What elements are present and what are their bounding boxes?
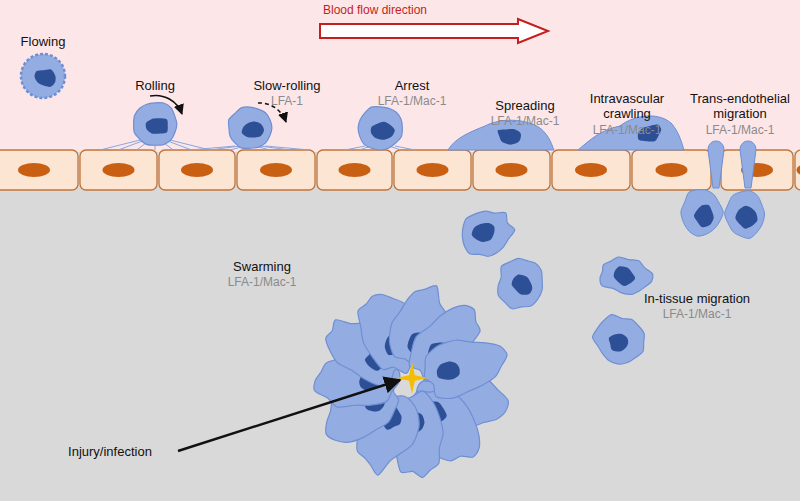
stage-label: In-tissue migration <box>617 291 777 306</box>
arrested-leukocyte <box>358 107 402 150</box>
swarm-cluster <box>314 286 508 478</box>
tether <box>118 140 145 150</box>
tissue-leukocyte <box>593 315 645 364</box>
transmigrating-leukocyte <box>681 141 724 236</box>
tissue-leukocyte <box>462 211 514 256</box>
stage-label: Flowing <box>0 34 93 49</box>
integrin-label: LFA-1/Mac-1 <box>362 94 462 109</box>
stage-label: Intravascular crawling <box>585 91 669 121</box>
integrin-label: LFA-1/Mac-1 <box>690 123 790 138</box>
injury-site <box>396 362 428 394</box>
integrin-label: LFA-1/Mac-1 <box>475 114 575 129</box>
swarming-leukocyte <box>424 340 507 398</box>
integrin-label: LFA-1 <box>237 94 337 109</box>
tissue-leukocyte <box>498 258 543 308</box>
stage-label: Spreading <box>475 98 575 113</box>
blood-vessel-lumen <box>0 0 800 152</box>
stage-label: Trans-endothelial migration <box>684 91 796 121</box>
crawling-leukocyte <box>578 116 684 150</box>
rolling-arrow <box>150 95 182 114</box>
rolling-leukocyte <box>134 103 177 146</box>
flow-arrow <box>320 19 548 43</box>
leader-arrow <box>178 380 400 451</box>
stage-label: Rolling <box>105 78 205 93</box>
integrin-label: LFA-1/Mac-1 <box>577 123 677 138</box>
integrin-label: LFA-1/Mac-1 <box>212 275 312 290</box>
flowing-leukocyte <box>21 54 65 98</box>
stage-label: Arrest <box>362 78 462 93</box>
stage-label: Slow-rolling <box>237 78 337 93</box>
endothelium <box>0 150 800 190</box>
tether <box>210 146 240 150</box>
integrin-label: LFA-1/Mac-1 <box>647 307 747 322</box>
stage-label: Swarming <box>212 259 312 274</box>
flow-label: Blood flow direction <box>285 3 465 18</box>
tether <box>265 146 310 150</box>
slow-rolling-leukocyte <box>228 107 271 148</box>
callout-label: Injury/infection <box>45 444 175 459</box>
tether <box>100 140 140 150</box>
tether <box>395 146 415 150</box>
transmigrating-leukocyte <box>725 141 765 239</box>
tissue-ground <box>0 152 800 501</box>
tissue-leukocyte <box>600 257 653 294</box>
